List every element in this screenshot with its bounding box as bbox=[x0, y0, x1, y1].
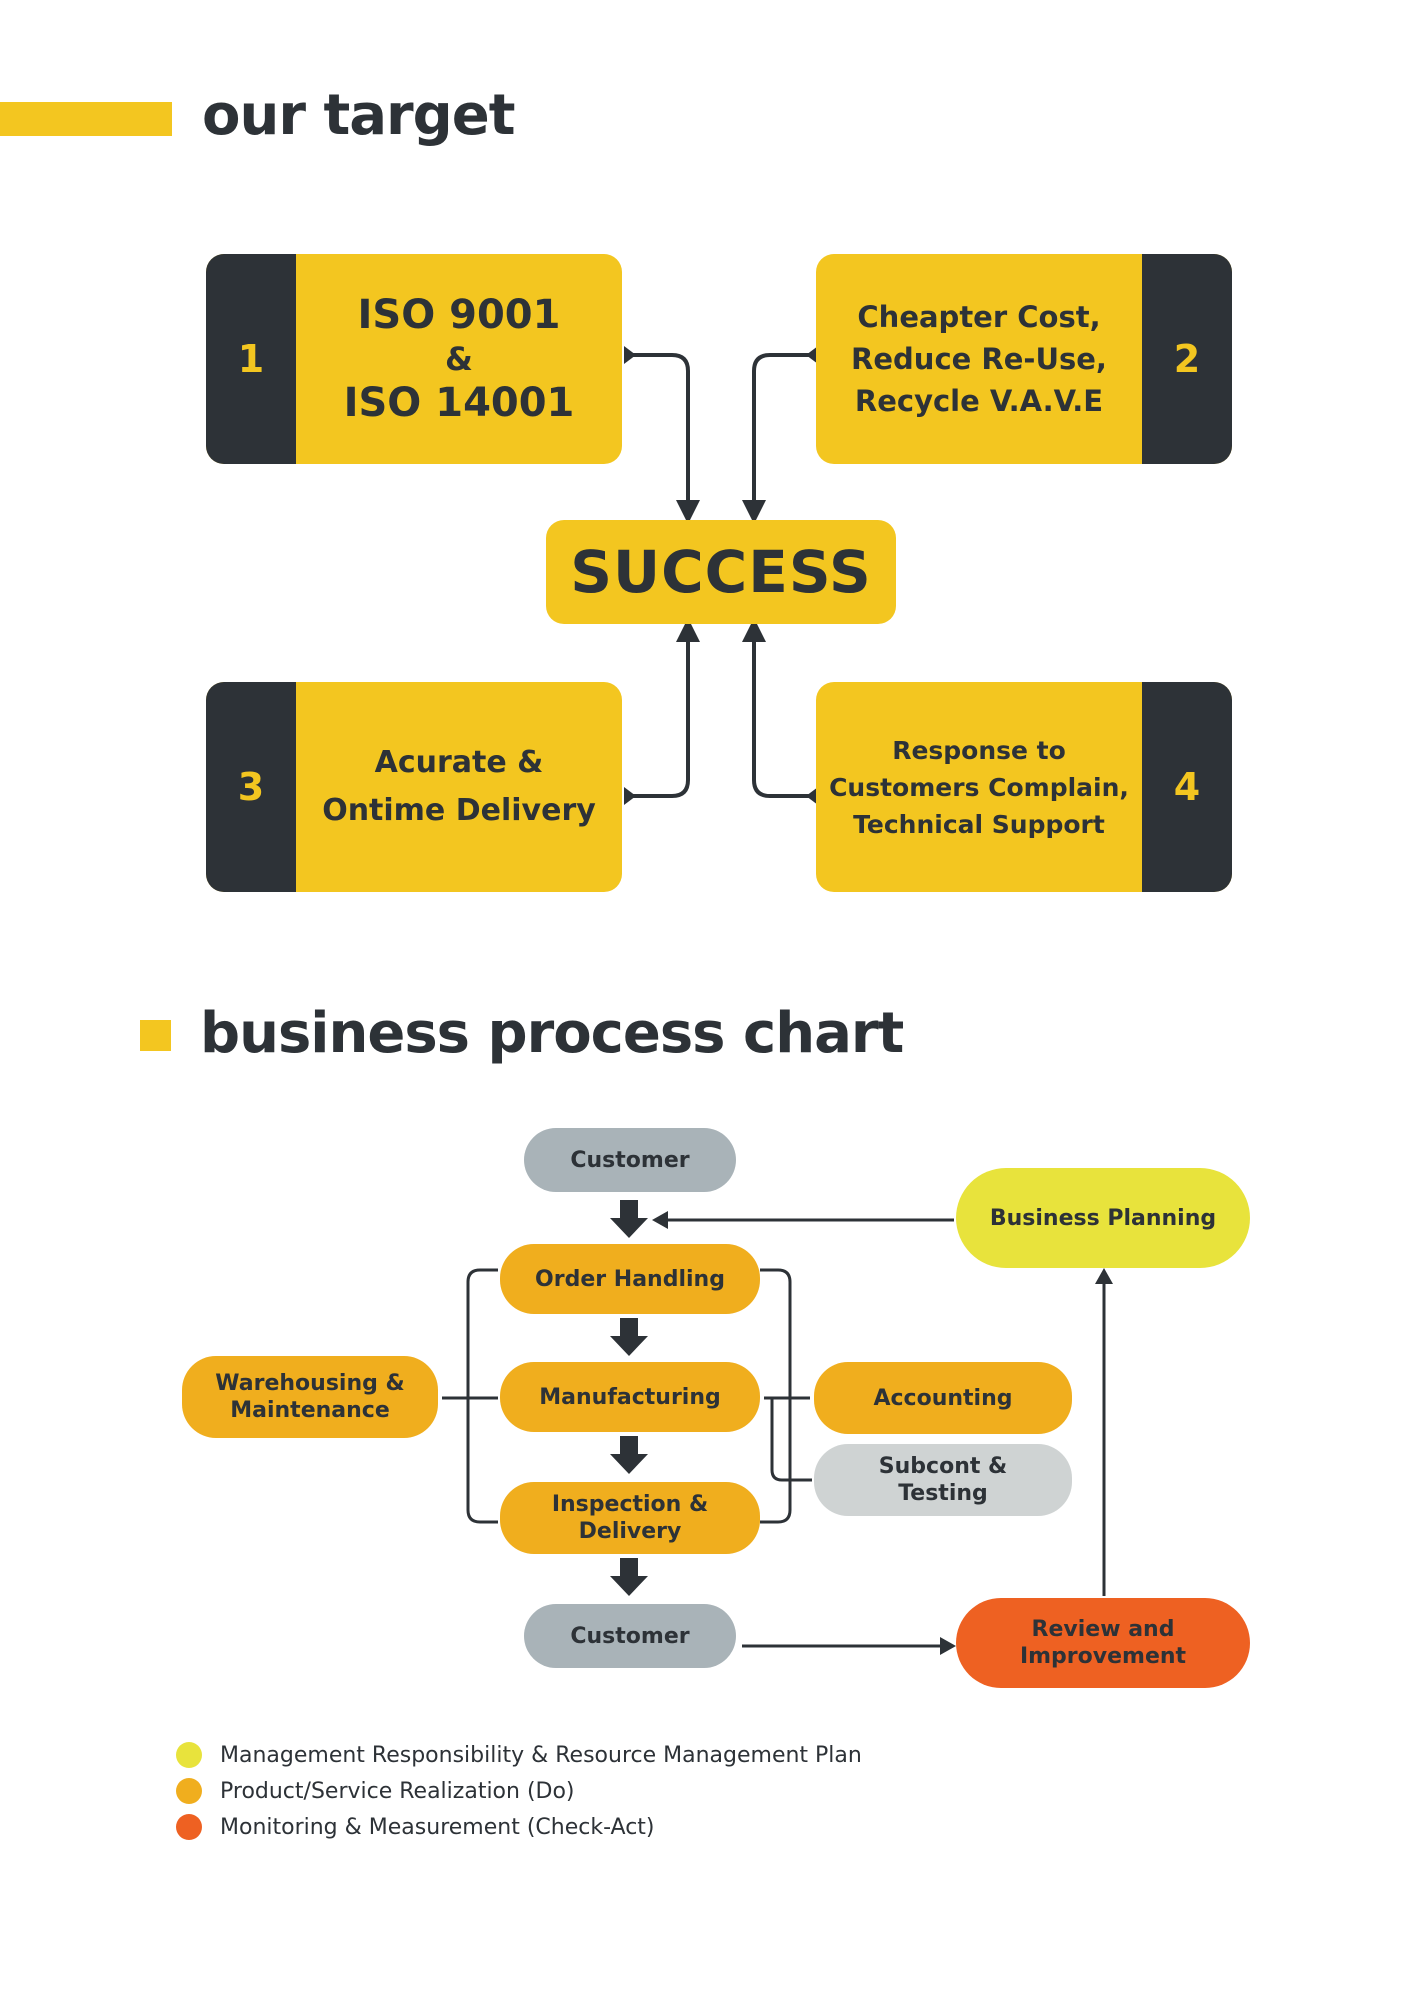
business-process-title: business process chart bbox=[200, 1001, 904, 1066]
connector-4 bbox=[742, 618, 812, 798]
card-number: 3 bbox=[206, 682, 296, 892]
heading-accent-bar bbox=[0, 102, 172, 136]
target-card-3: 3 Acurate & Ontime Delivery bbox=[206, 682, 622, 892]
left-bracket bbox=[466, 1268, 498, 1524]
card-text: Acurate & Ontime Delivery bbox=[322, 745, 596, 828]
down-arrow-1 bbox=[610, 1200, 648, 1238]
subcont-testing-node: Subcont & Testing bbox=[814, 1444, 1072, 1516]
manufacturing-node: Manufacturing bbox=[500, 1362, 760, 1432]
card-number: 1 bbox=[206, 254, 296, 464]
heading-accent-square bbox=[140, 1020, 171, 1051]
success-box: SUCCESS bbox=[546, 520, 896, 624]
down-arrow-4 bbox=[610, 1558, 648, 1596]
connector-1 bbox=[630, 353, 700, 524]
business-planning-node: Business Planning bbox=[956, 1168, 1250, 1268]
process-connectors bbox=[442, 1200, 1113, 1655]
legend-item-management: Management Responsibility & Resource Man… bbox=[176, 1742, 862, 1768]
legend-item-monitoring: Monitoring & Measurement (Check-Act) bbox=[176, 1814, 655, 1840]
order-handling-node: Order Handling bbox=[500, 1244, 760, 1314]
customer-bottom-node: Customer bbox=[524, 1604, 736, 1668]
card-number: 2 bbox=[1142, 254, 1232, 464]
connector-3 bbox=[630, 618, 700, 798]
down-arrow-2 bbox=[610, 1318, 648, 1356]
our-target-title: our target bbox=[202, 83, 515, 148]
target-connectors bbox=[624, 346, 818, 805]
right-bracket bbox=[760, 1268, 792, 1524]
customer-top-node: Customer bbox=[524, 1128, 736, 1192]
card-number: 4 bbox=[1142, 682, 1232, 892]
target-card-2: Cheapter Cost, Reduce Re-Use, Recycle V.… bbox=[816, 254, 1232, 464]
card-text: Response to Customers Complain, Technica… bbox=[829, 735, 1129, 839]
inspection-delivery-node: Inspection & Delivery bbox=[500, 1482, 760, 1554]
target-card-4: Response to Customers Complain, Technica… bbox=[816, 682, 1232, 892]
legend-dot bbox=[176, 1778, 202, 1804]
legend-dot bbox=[176, 1742, 202, 1768]
target-card-1: 1 ISO 9001 & ISO 14001 bbox=[206, 254, 622, 464]
card-text: Cheapter Cost, Reduce Re-Use, Recycle V.… bbox=[851, 300, 1107, 418]
accounting-node: Accounting bbox=[814, 1362, 1072, 1434]
down-arrow-3 bbox=[610, 1436, 648, 1474]
legend-dot bbox=[176, 1814, 202, 1840]
success-label: SUCCESS bbox=[570, 538, 872, 606]
legend-item-realization: Product/Service Realization (Do) bbox=[176, 1778, 575, 1804]
warehousing-node: Warehousing & Maintenance bbox=[182, 1356, 438, 1438]
connector-2 bbox=[742, 353, 812, 524]
review-improvement-node: Review and Improvement bbox=[956, 1598, 1250, 1688]
subcont-connector bbox=[770, 1398, 812, 1482]
card-text: ISO 9001 & ISO 14001 bbox=[343, 292, 575, 426]
